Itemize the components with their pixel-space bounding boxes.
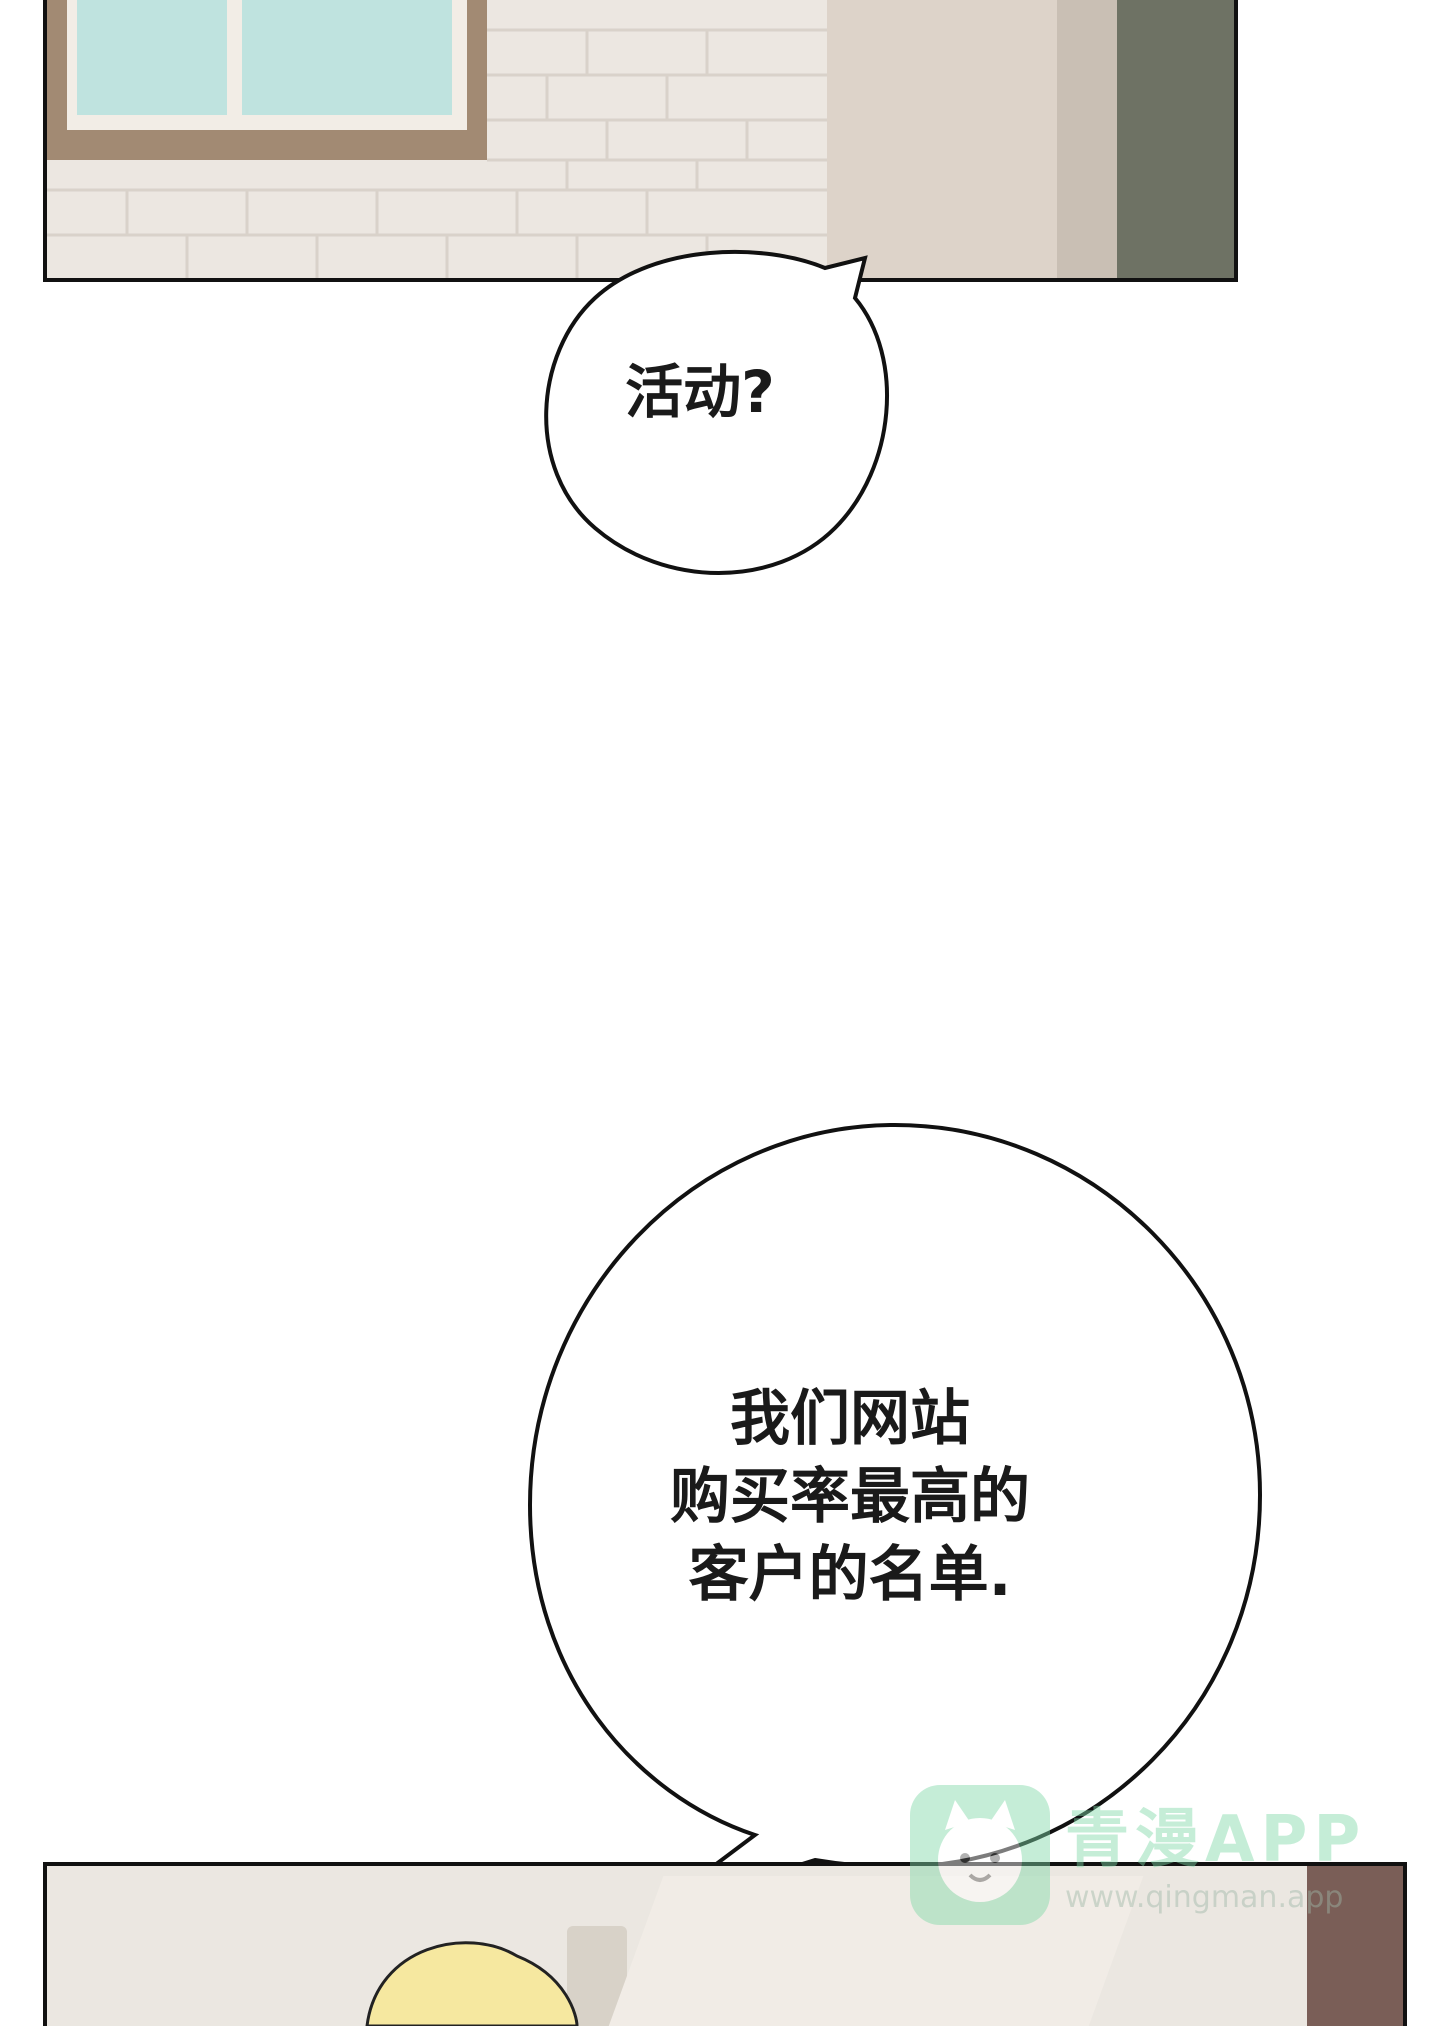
office-illustration xyxy=(47,1866,1403,2026)
top-comic-panel xyxy=(43,0,1238,282)
window-glass-left xyxy=(77,0,227,115)
bubble-2-text: 我们网站 购买率最高的 客户的名单. xyxy=(670,1384,1030,1610)
dark-wall-edge xyxy=(1307,1866,1403,2026)
dark-doorway xyxy=(1117,0,1234,278)
paper-sheet xyxy=(608,1876,1144,2026)
watermark: 青漫APP www.qingman.app xyxy=(905,1780,1405,1940)
bottom-comic-panel xyxy=(43,1862,1407,2026)
speech-bubble-1 xyxy=(544,249,889,575)
room-illustration xyxy=(47,0,1234,278)
window-glass-right xyxy=(242,0,452,115)
watermark-url: www.qingman.app xyxy=(1065,1880,1344,1915)
brick-wall xyxy=(47,28,827,278)
cat-logo-icon xyxy=(910,1785,1050,1925)
bubble-1-text: 活动? xyxy=(625,358,775,426)
watermark-title: 青漫APP xyxy=(1065,1803,1367,1877)
